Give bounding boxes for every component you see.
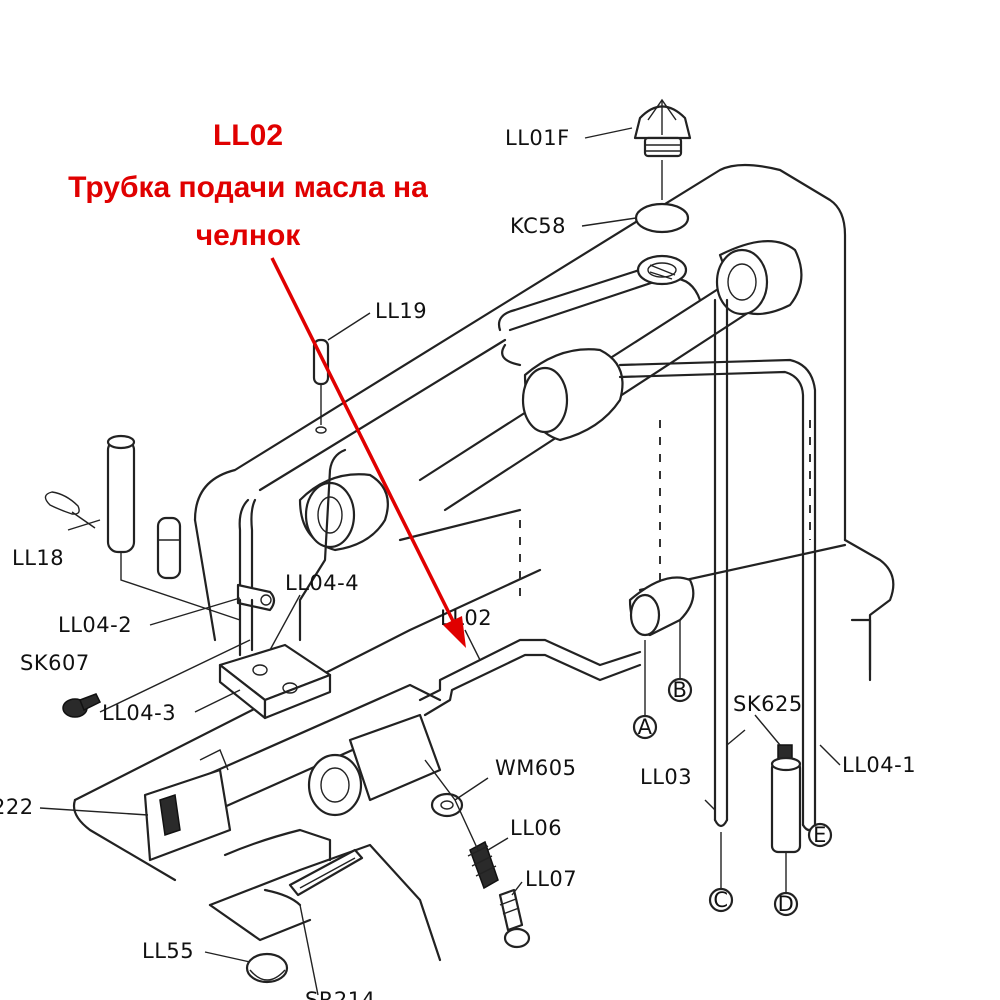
spring-ll06	[467, 840, 499, 890]
label-ll18: LL18	[12, 546, 64, 570]
annotation-line2: челнок	[196, 219, 302, 252]
label-222: 222	[0, 795, 34, 819]
connector-c-letter: C	[713, 888, 728, 912]
label-kc58: KC58	[510, 214, 566, 238]
ll02-tube	[418, 576, 695, 720]
lower-assembly	[143, 683, 442, 996]
main-shaft	[298, 240, 803, 552]
annotation-code: LL02	[213, 119, 283, 152]
label-ll19: LL19	[375, 299, 427, 323]
connector-e: E	[807, 822, 833, 848]
screw-ll07	[498, 888, 531, 949]
plate-ll04-3	[218, 448, 347, 720]
label-ll06: LL06	[510, 816, 562, 840]
label-sk625: SK625	[733, 692, 803, 716]
label-ll04-3: LL04-3	[102, 701, 176, 725]
annotation: LL02 Трубка подачи масла на челнок	[68, 119, 466, 648]
screw-sk607	[62, 693, 102, 718]
connector-e-letter: E	[813, 823, 827, 847]
clamp-ll04-2	[236, 583, 276, 612]
connector-c: C	[708, 832, 734, 913]
tube-small-left	[156, 516, 182, 580]
leader-lines	[39, 127, 841, 963]
label-ll55: LL55	[142, 939, 194, 963]
annotation-arrowhead	[443, 616, 466, 648]
connector-a-letter: A	[638, 715, 653, 739]
ring-kc58	[634, 202, 690, 234]
machine-body	[72, 163, 895, 882]
connector-d: D	[773, 891, 799, 917]
connector-d-letter: D	[778, 892, 795, 916]
annotation-line1: Трубка подачи масла на	[68, 171, 428, 204]
label-ll04-1: LL04-1	[842, 753, 916, 777]
label-ll04-4: LL04-4	[285, 571, 359, 595]
tube-upper-left	[106, 434, 241, 621]
label-wm605: WM605	[495, 756, 576, 780]
connector-a: A	[632, 714, 658, 740]
clip-ll18	[44, 491, 96, 529]
pin-sk625	[770, 744, 802, 892]
label-sr-clip: SR214	[305, 988, 376, 1000]
label-ll04-2: LL04-2	[58, 613, 132, 637]
cap-ll55	[245, 952, 289, 984]
connector-b-letter: B	[673, 678, 688, 702]
connector-b: B	[667, 677, 693, 703]
label-sk607: SK607	[20, 651, 90, 675]
annotation-arrow	[270, 257, 457, 626]
label-sr: SR214	[305, 988, 376, 1000]
oil-port	[636, 254, 688, 286]
label-ll03: LL03	[640, 765, 692, 789]
oil-cap-ll01f	[633, 98, 692, 200]
label-ll01f: LL01F	[505, 126, 570, 150]
label-ll07: LL07	[525, 867, 577, 891]
